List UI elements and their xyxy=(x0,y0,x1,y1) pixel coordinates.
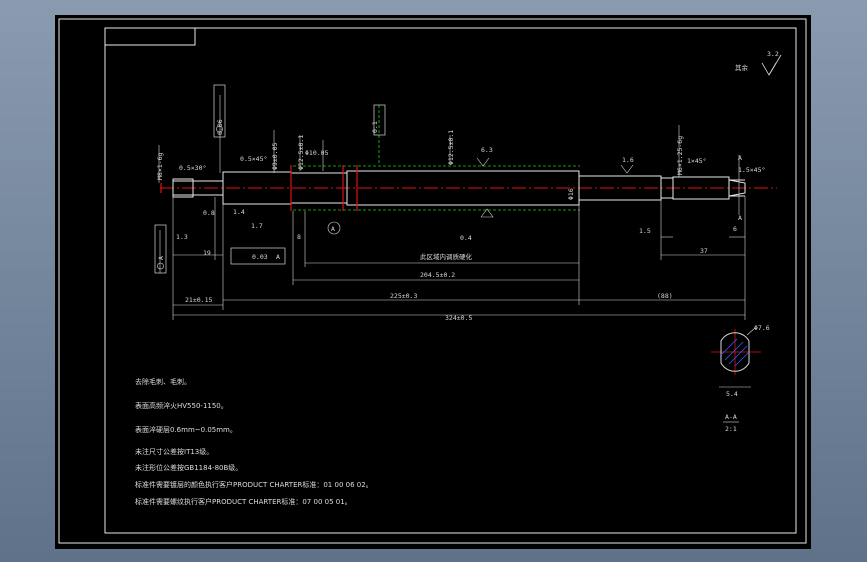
dim-1-4: 1.4 xyxy=(233,208,245,216)
section-label-circle xyxy=(327,221,341,235)
dimension-lines xyxy=(172,196,746,320)
chamfer-right: 1×45° xyxy=(687,157,707,165)
rough-6-3: 6.3 xyxy=(481,146,493,154)
dim-1-5: 1.5 xyxy=(639,227,651,235)
dim-19: 19 xyxy=(203,249,211,257)
note-1: 去除毛刺、毛刺。 xyxy=(135,378,191,386)
title-stamp-box xyxy=(104,27,196,46)
tol-frame-val: 0.03 xyxy=(252,253,268,261)
roughness-label: 其余 xyxy=(735,63,749,72)
dia-mid-label: Φ9±0.05 xyxy=(271,143,279,170)
thread-left-label: M8×1-6g xyxy=(156,153,164,180)
dim-6: 6 xyxy=(733,225,737,233)
dim-37: 37 xyxy=(700,247,708,255)
chamfer-left: 0.5×30° xyxy=(179,164,206,172)
dim-88: (88) xyxy=(657,292,673,300)
runout2-label: 0.1 xyxy=(371,121,379,133)
section-diameter: Φ7.6 xyxy=(754,324,770,332)
section-ref-top: A xyxy=(738,154,742,162)
runout1-label: 0.06 xyxy=(216,119,224,135)
dim-21: 21±0.15 xyxy=(185,296,212,304)
section-scale: 2:1 xyxy=(725,425,737,433)
section-width: 5.4 xyxy=(726,390,738,398)
cad-drawing: 其余 3.2 xyxy=(58,18,807,544)
rough-0-8: 0.8 xyxy=(203,209,215,217)
inner-frame xyxy=(104,27,797,534)
phi16-label: Φ16 xyxy=(567,188,575,200)
outer-frame xyxy=(58,18,807,544)
dia-12b-label: Φ12.5±0.1 xyxy=(447,130,455,165)
section-ref-bottom: A xyxy=(738,214,742,222)
note-4: 未注尺寸公差按IT13级。 xyxy=(135,448,214,456)
dim-8: 8 xyxy=(297,233,301,241)
dim-1-7: 1.7 xyxy=(251,222,263,230)
drawing-sheet: 其余 3.2 xyxy=(55,15,811,549)
dia-10: Φ10.05 xyxy=(305,149,329,157)
right-thread-end xyxy=(672,176,730,200)
dia-12a-label: Φ12.5±0.1 xyxy=(297,135,305,170)
tol-a-label: A xyxy=(157,256,165,260)
dim-324: 324±0.5 xyxy=(445,314,472,322)
roughness-symbol: 其余 3.2 xyxy=(735,50,782,76)
note-6: 标准件需要镀层的颜色执行客户PRODUCT CHARTER标准：01 00 06… xyxy=(135,481,373,489)
hardened-zone-label: 此区域内调质硬化 xyxy=(420,252,473,261)
roughness-value: 3.2 xyxy=(767,50,779,58)
chamfer2: 0.5×45° xyxy=(240,155,267,163)
hardened-zone-lines xyxy=(293,105,580,211)
note-2: 表面高频淬火HV550-1150。 xyxy=(135,402,228,410)
groove-marks xyxy=(160,165,358,211)
tolerance-frames xyxy=(154,84,386,274)
tol-frame-ref: A xyxy=(276,253,280,261)
section-title: A-A xyxy=(725,413,737,421)
section-view: Φ7.6 5.4 A-A 2:1 xyxy=(711,324,770,433)
dim-1-3: 1.3 xyxy=(176,233,188,241)
leader-lines xyxy=(158,95,740,273)
dim-angle: 1.5×45° xyxy=(738,166,765,174)
dim-1-6: 1.6 xyxy=(622,156,634,164)
dim-225: 225±0.3 xyxy=(390,292,417,300)
note-3: 表面淬硬层0.6mm~0.05mm。 xyxy=(135,426,237,434)
note-7: 标准件需要螺纹执行客户PRODUCT CHARTER标准：07 00 05 01… xyxy=(135,498,352,506)
section-label-mid: A xyxy=(331,225,335,233)
dim-204: 204.5±0.2 xyxy=(420,271,455,279)
thread-right-label: M6×1.25-6g xyxy=(676,136,684,175)
note-5: 未注形位公差按GB1184-80B级。 xyxy=(135,464,243,472)
rough-0-4: 0.4 xyxy=(460,234,472,242)
